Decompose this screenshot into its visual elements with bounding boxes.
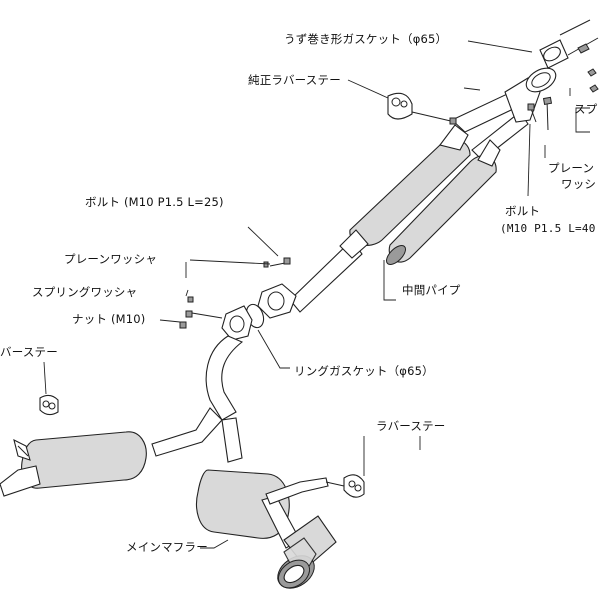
label-mid-pipe: 中間パイプ: [402, 283, 461, 297]
rear-section: [0, 335, 365, 589]
front-pipe-section: [289, 19, 599, 313]
label-spring-washer-right: スプ: [574, 102, 598, 116]
label-spring-washer-left: スプリングワッシャ: [32, 285, 138, 299]
label-spiral-gasket: うず巻き形ガスケット（φ65）: [284, 32, 448, 46]
right-nut-icon: [577, 43, 590, 54]
label-rubber-stay-left: バーステー: [0, 345, 58, 359]
label-bolt-left: ボルト (M10 P1.5 L=25): [85, 195, 224, 209]
label-main-muffler: メインマフラー: [126, 540, 208, 554]
y-pipe-crossover: [151, 407, 223, 457]
mid-pipe-body: [289, 239, 363, 313]
label-rubber-stay-right: ラバーステー: [376, 419, 446, 433]
leader-lines: [43, 40, 590, 549]
mid-flange-rear: [221, 305, 253, 341]
label-bolt-right-2: (M10 P1.5 L=40: [500, 222, 596, 235]
label-plain-washer-right-2: ワッシ: [561, 177, 597, 191]
rubber-stay-right-icon: [325, 474, 365, 498]
right-washer-icon: [587, 68, 597, 77]
main-muffler-left: [21, 431, 147, 489]
label-plain-washer-right-1: プレーン: [548, 161, 595, 175]
rubber-stay-left-icon: [13, 394, 59, 461]
right-bolt-icon: [546, 99, 549, 131]
mid-flange-front: [257, 283, 297, 319]
mid-flange-group: [179, 257, 297, 341]
label-plain-washer-left: プレーンワッシャ: [64, 252, 158, 266]
label-nut: ナット (M10): [72, 312, 146, 326]
y-pipe-right-branch: [221, 417, 243, 463]
label-stock-rubber-stay: 純正ラバーステー: [248, 73, 341, 87]
stock-rubber-stay-icon: [387, 92, 457, 125]
label-ring-gasket: リングガスケット（φ65）: [294, 364, 434, 378]
y-pipe-left-branch: [205, 335, 244, 421]
label-bolt-right-1: ボルト: [505, 204, 541, 218]
